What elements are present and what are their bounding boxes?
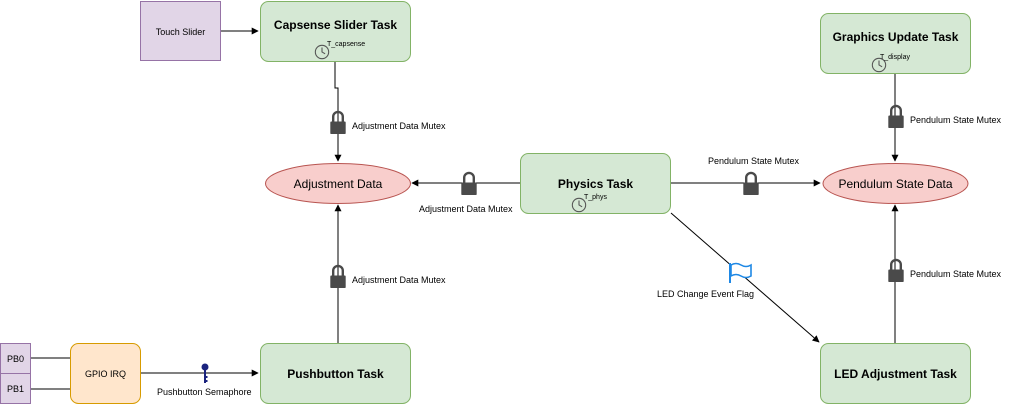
lock-icon xyxy=(460,171,478,196)
lock-icon xyxy=(887,258,905,283)
led-adjustment-task[interactable]: LED Adjustment Task xyxy=(820,343,971,404)
graphics-task-title: Graphics Update Task xyxy=(833,30,959,44)
pushbutton-mutex-label: Adjustment Data Mutex xyxy=(352,275,446,285)
capsense-slider-task[interactable]: Capsense Slider Task T_capsense xyxy=(260,1,411,62)
physics-adj-mutex-label: Adjustment Data Mutex xyxy=(419,204,513,214)
pendulum-data-label: Pendulum State Data xyxy=(838,177,952,191)
semaphore-label: Pushbutton Semaphore xyxy=(157,387,252,397)
adjustment-data-label: Adjustment Data xyxy=(294,177,383,191)
pb0-label: PB0 xyxy=(7,354,24,364)
key-icon xyxy=(201,363,209,383)
capsense-timer-label: T_capsense xyxy=(327,41,365,48)
event-flag-label: LED Change Event Flag xyxy=(657,289,754,299)
gpio-irq-label: GPIO IRQ xyxy=(85,369,126,379)
physics-pend-mutex-label: Pendulum State Mutex xyxy=(708,156,800,166)
pb0-node[interactable]: PB0 xyxy=(0,343,31,374)
led-mutex-label: Pendulum State Mutex xyxy=(910,269,1002,279)
capsense-task-title: Capsense Slider Task xyxy=(274,18,397,32)
capsense-mutex-label: Adjustment Data Mutex xyxy=(352,121,446,131)
led-task-title: LED Adjustment Task xyxy=(834,367,957,381)
pushbutton-task-title: Pushbutton Task xyxy=(287,367,384,381)
graphics-mutex-label: Pendulum State Mutex xyxy=(910,115,1002,125)
flag-icon xyxy=(729,262,752,283)
graphics-timer-label: T_display xyxy=(880,54,910,61)
adjustment-data-store[interactable]: Adjustment Data xyxy=(265,163,411,204)
pendulum-state-data-store[interactable]: Pendulum State Data xyxy=(822,163,969,204)
pushbutton-task[interactable]: Pushbutton Task xyxy=(260,343,411,404)
lock-icon xyxy=(742,171,760,196)
physics-timer-label: T_phys xyxy=(584,194,607,201)
touch-slider-label: Touch Slider xyxy=(156,27,206,37)
gpio-irq-node[interactable]: GPIO IRQ xyxy=(70,343,141,404)
physics-task[interactable]: Physics Task T_phys xyxy=(520,153,671,214)
graphics-update-task[interactable]: Graphics Update Task T_display xyxy=(820,13,971,74)
touch-slider-node[interactable]: Touch Slider xyxy=(140,1,221,61)
physics-task-title: Physics Task xyxy=(558,177,633,191)
lock-icon xyxy=(887,104,905,129)
pb1-label: PB1 xyxy=(7,384,24,394)
pb1-node[interactable]: PB1 xyxy=(0,373,31,404)
